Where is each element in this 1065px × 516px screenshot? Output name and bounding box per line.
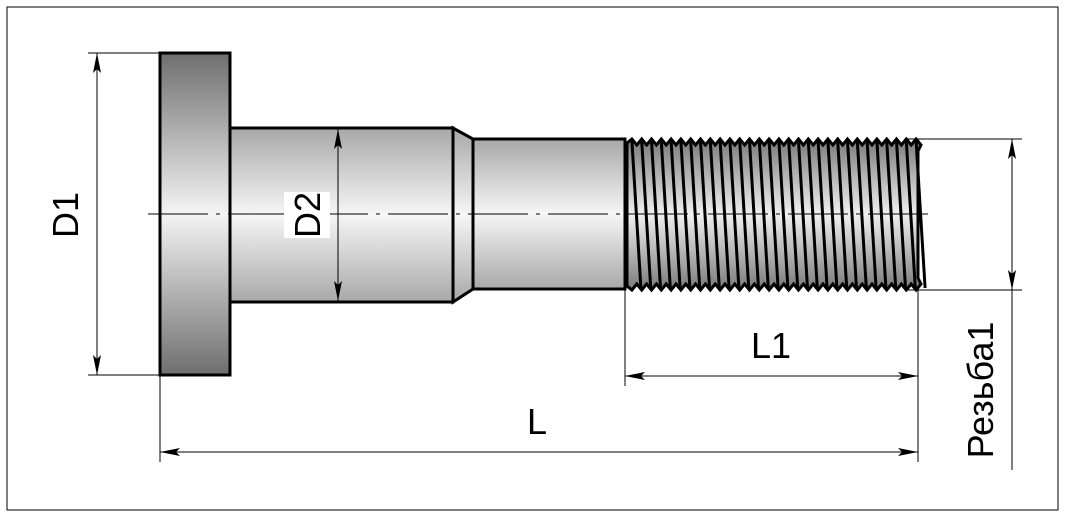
dimension-l1: L1 bbox=[624, 290, 919, 462]
thread-line bbox=[855, 140, 868, 289]
thread-line bbox=[777, 140, 790, 289]
drawing-frame bbox=[6, 6, 1059, 511]
thread-line bbox=[846, 140, 858, 289]
thread-line bbox=[767, 140, 780, 289]
threaded-section bbox=[625, 136, 927, 293]
shank bbox=[228, 126, 455, 304]
bolt-part bbox=[158, 51, 927, 377]
dimension-d1: D1 bbox=[45, 52, 160, 376]
label-d2: D2 bbox=[287, 192, 328, 238]
label-thread: Резьба1 bbox=[960, 322, 1001, 459]
dimension-thread: Резьба1 bbox=[905, 138, 1022, 470]
chamfer bbox=[451, 125, 475, 305]
label-l1: L1 bbox=[751, 325, 791, 366]
dimension-l: L bbox=[159, 375, 918, 462]
thread-line bbox=[689, 140, 702, 289]
thread-line bbox=[699, 140, 711, 289]
dimension-d2: D2 bbox=[284, 129, 342, 301]
label-d1: D1 bbox=[45, 192, 86, 238]
label-l: L bbox=[527, 401, 547, 442]
